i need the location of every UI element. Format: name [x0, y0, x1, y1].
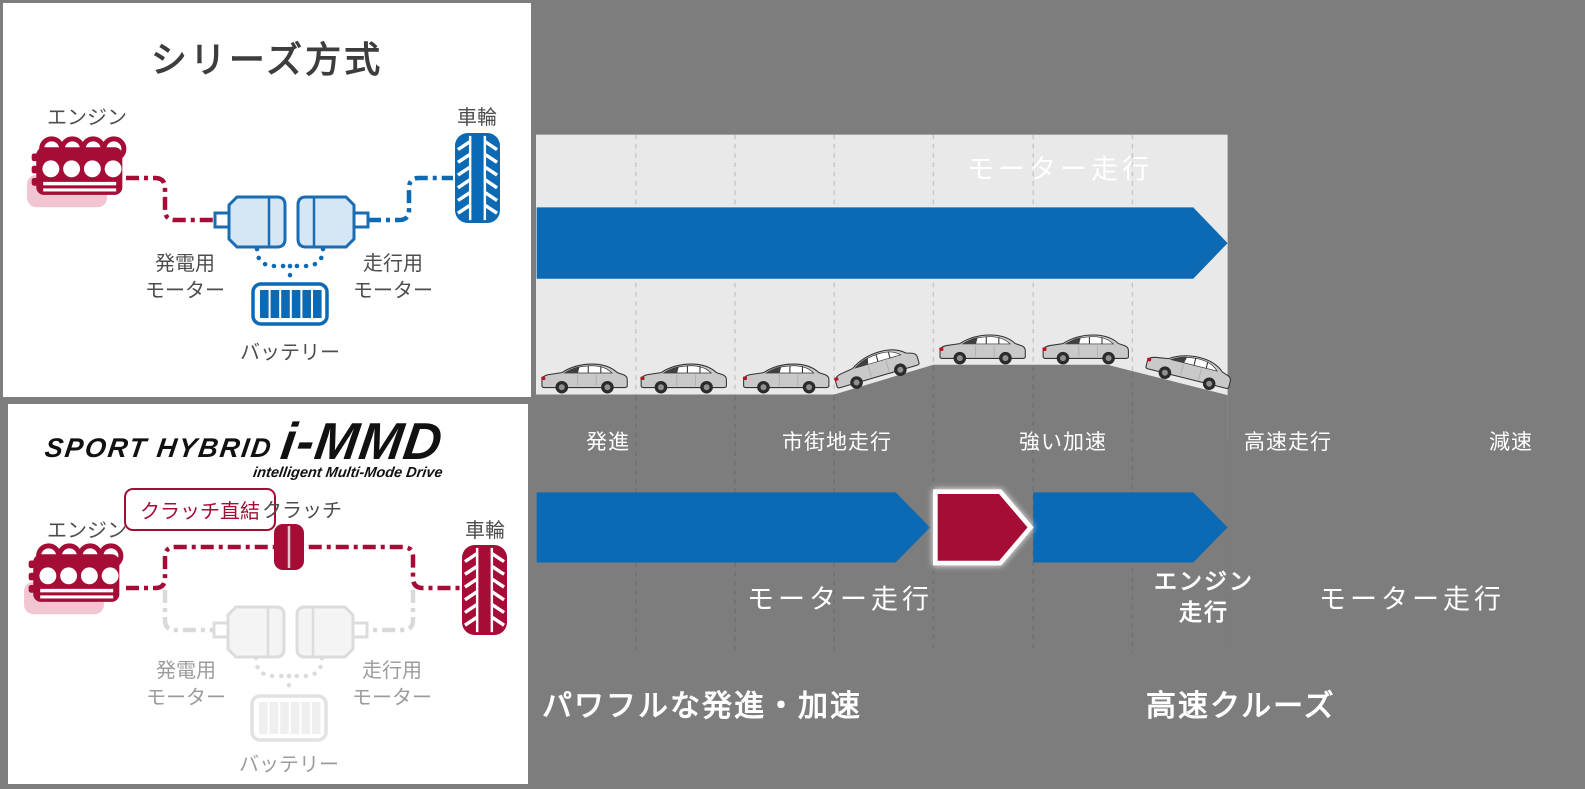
- immd-logo: SPORT HYBRID i-MMD intelligent Multi-Mod…: [43, 413, 447, 482]
- wheel-label: 車輪: [457, 107, 497, 129]
- generator-motor-label: 発電用 モーター: [146, 660, 226, 709]
- caption-highspeed-cruise: 高速クルーズ: [1146, 690, 1336, 723]
- inactive-battery-dotted-lines: [253, 655, 325, 697]
- engine-label: エンジン: [47, 520, 127, 542]
- timeline-scene: [536, 134, 1235, 653]
- traction-motor-label: 走行用 モーター: [353, 253, 433, 302]
- series-motor-drive-arrow: [536, 207, 1228, 279]
- logo-model-text: i-MMD: [277, 413, 447, 471]
- series-diagram-art: [3, 133, 500, 326]
- immd-motor-arrow-label-left: モーター走行: [747, 584, 933, 615]
- generator-motor-icon: [213, 195, 287, 249]
- engine-icon: [27, 139, 124, 207]
- wheel-icon: [455, 133, 500, 223]
- generator-motor-label: 発電用 モーター: [145, 253, 225, 302]
- immd-motor-drive-arrow-right: [1033, 492, 1228, 563]
- wheel-icon: [462, 545, 507, 635]
- series-panel-title: シリーズ方式: [150, 39, 384, 80]
- engine-label: エンジン: [47, 107, 127, 129]
- battery-icon-inactive: [250, 694, 328, 742]
- wheel-label: 車輪: [465, 520, 505, 542]
- traction-motor-icon: [296, 195, 370, 249]
- phase-label-start: 発進: [586, 431, 630, 454]
- inactive-motor-lines: [162, 590, 416, 633]
- motor-to-battery-dotted-lines: [254, 246, 326, 287]
- phase-label-city: 市街地走行: [782, 431, 892, 454]
- clutch-label: クラッチ: [262, 500, 342, 522]
- traction-motor-label: 走行用 モーター: [352, 660, 432, 709]
- series-arrow-label: モーター走行: [967, 154, 1153, 185]
- generator-motor-icon-inactive: [212, 605, 286, 659]
- series-method-panel: シリーズ方式 エンジン 車輪 発電用 モーター 走行用 モーター バッテリー: [3, 3, 531, 397]
- immd-engine-arrow-label: エンジン 走行: [1154, 567, 1254, 625]
- clutch-icon: [274, 524, 304, 570]
- immd-motor-arrow-label-right: モーター走行: [1319, 584, 1505, 615]
- driving-timeline-panel: モーター走行 発進 市街地走行 強い加速 高速走行 減速 モーター走行 エンジン…: [536, 3, 1582, 786]
- engine-icon: [24, 546, 121, 614]
- battery-label: バッテリー: [240, 342, 340, 364]
- motor-to-wheel-line: [368, 175, 453, 223]
- battery-label: バッテリー: [239, 754, 339, 776]
- traction-motor-icon-inactive: [295, 605, 369, 659]
- logo-brand-text: SPORT HYBRID: [43, 433, 275, 464]
- immd-motor-drive-arrow-left: [536, 492, 931, 563]
- phase-label-highway: 高速走行: [1244, 431, 1332, 454]
- immd-engine-drive-arrow: [933, 489, 1034, 566]
- immd-panel: SPORT HYBRID i-MMD intelligent Multi-Mod…: [8, 404, 528, 784]
- clutch-engaged-badge: クラッチ直結: [124, 488, 276, 531]
- phase-label-deceleration: 減速: [1489, 431, 1533, 454]
- caption-powerful-acceleration: パワフルな発進・加速: [542, 690, 862, 723]
- logo-subtitle-text: intelligent Multi-Mode Drive: [252, 465, 444, 482]
- battery-icon: [251, 282, 329, 326]
- immd-diagram-art: [8, 524, 507, 742]
- engine-to-generator-line: [126, 175, 215, 223]
- phase-label-acceleration: 強い加速: [1019, 431, 1107, 454]
